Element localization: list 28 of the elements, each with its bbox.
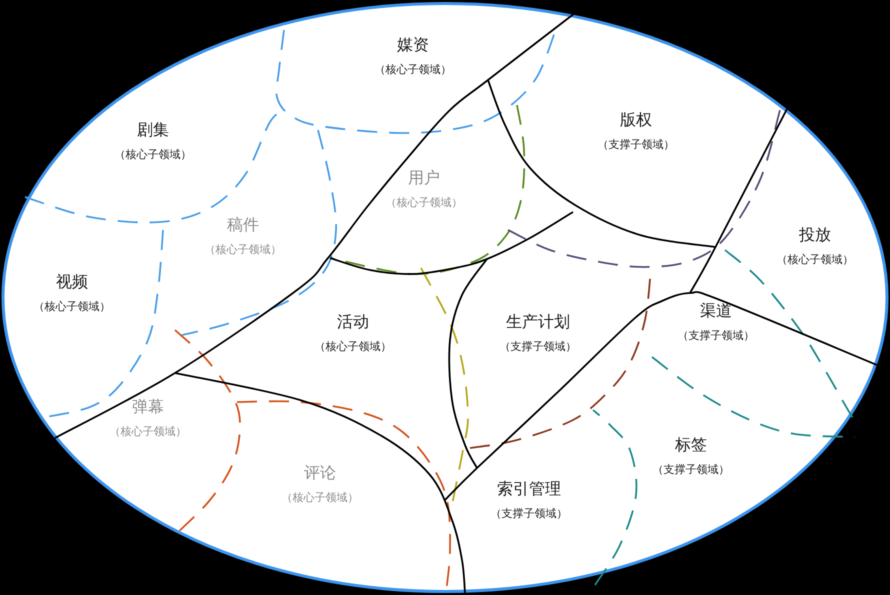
domain-type-label: （支撑子领域） — [652, 463, 730, 477]
domain-name: 索引管理 — [497, 479, 561, 499]
domain-type-label: （支撑子领域） — [678, 329, 754, 343]
domain-type-label: （支撑子领域） — [500, 340, 576, 354]
domain-type-label: （核心子领域） — [386, 196, 462, 210]
domain-type-label: （核心子领域） — [34, 300, 110, 314]
domain-name: 弹幕 — [132, 397, 164, 417]
domain-name: 视频 — [56, 272, 88, 292]
domain-name: 稿件 — [227, 215, 259, 235]
domain-type-label: （支撑子领域） — [598, 138, 674, 152]
domain-name: 活动 — [337, 312, 369, 332]
domain-type-label: （核心子领域） — [110, 425, 186, 439]
domain-name: 用户 — [408, 168, 440, 188]
domain-type-label: （核心子领域） — [204, 243, 282, 257]
domain-name: 标签 — [675, 435, 707, 455]
domain-type-label: （支撑子领域） — [490, 507, 568, 521]
domain-name: 生产计划 — [506, 312, 570, 332]
domain-type-label: （核心子领域） — [282, 491, 358, 505]
domain-type-label: （核心子领域） — [114, 148, 192, 162]
domain-type-label: （核心子领域） — [374, 63, 452, 77]
domain-type-label: （核心子领域） — [314, 340, 392, 354]
domain-type-label: （核心子领域） — [776, 253, 854, 267]
domain-name: 媒资 — [397, 35, 429, 55]
domain-name: 评论 — [304, 463, 336, 483]
domain-name: 版权 — [620, 110, 652, 130]
domain-name: 剧集 — [137, 120, 169, 140]
domain-name: 投放 — [799, 225, 831, 245]
domain-name: 渠道 — [700, 301, 732, 321]
